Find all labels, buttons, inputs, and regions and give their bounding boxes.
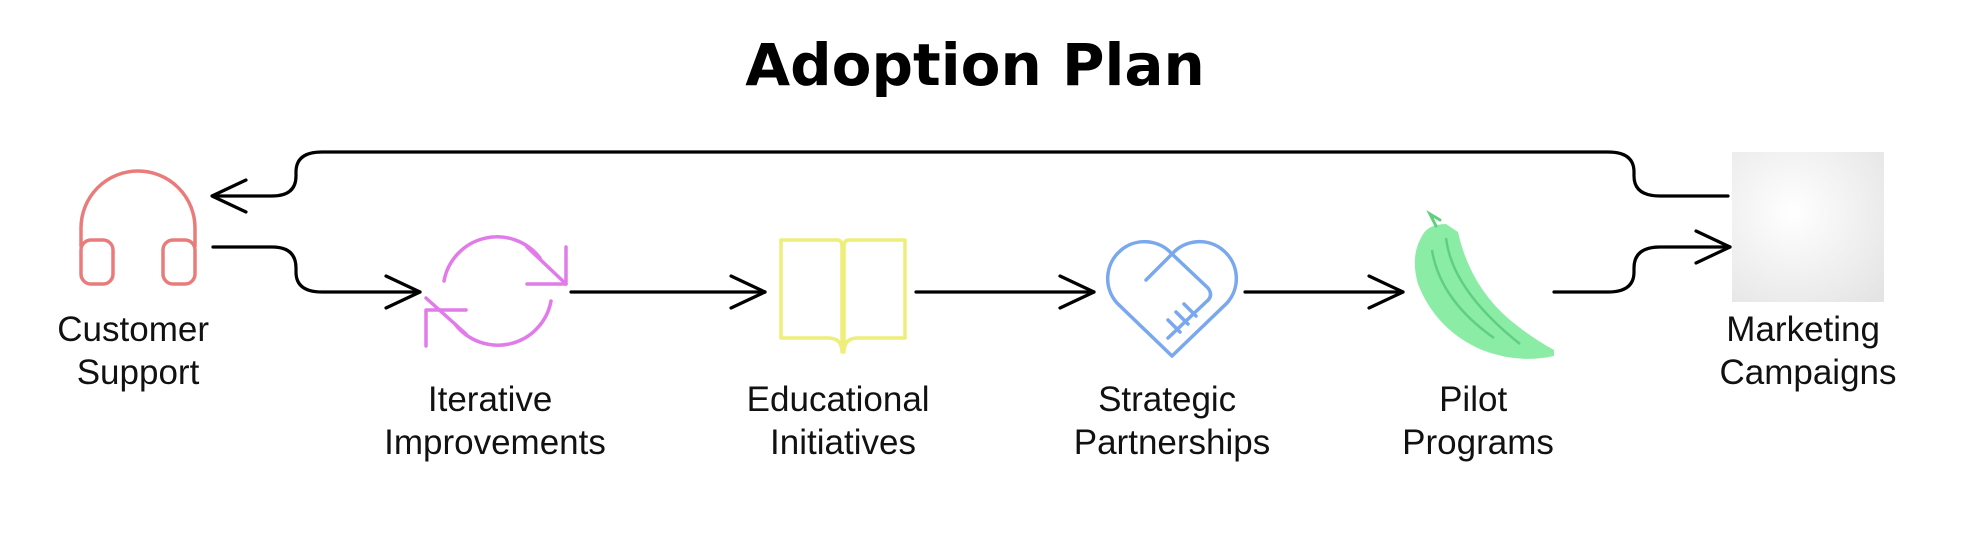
node-label: Marketing Campaigns (1719, 310, 1896, 392)
node-label-line: Marketing (1726, 310, 1880, 349)
node-pilot-programs: Pilot Programs (1402, 210, 1554, 462)
node-label-line: Iterative (428, 380, 553, 419)
pepper-horn-icon (1414, 210, 1554, 359)
image-placeholder-icon (1732, 152, 1884, 302)
node-label-line: Campaigns (1719, 353, 1896, 392)
node-label-line: Partnerships (1074, 423, 1270, 462)
connectors (210, 150, 1732, 310)
node-label-line: Strategic (1098, 380, 1236, 419)
connector-strategic-to-pilot-arrowhead (1367, 274, 1405, 310)
node-label: Pilot Programs (1402, 380, 1554, 462)
node-customer-support: Customer Support (57, 169, 218, 392)
handshake-heart-icon (1105, 239, 1239, 358)
node-iterative-improvements: Iterative Improvements (384, 235, 606, 462)
node-marketing-campaigns: Marketing Campaigns (1719, 152, 1897, 392)
node-label-line: Customer (57, 310, 209, 349)
node-label-line: Educational (747, 380, 930, 419)
diagram-title: Adoption Plan (745, 31, 1205, 99)
connector-marketing-to-support-arrowhead (210, 178, 248, 214)
headphones-icon (79, 169, 197, 286)
node-label: Iterative Improvements (384, 380, 606, 462)
node-label-line: Pilot (1439, 380, 1507, 419)
connector-pilot-to-marketing-arrowhead (1694, 229, 1732, 265)
connector-educational-to-strategic-arrowhead (1058, 274, 1096, 310)
refresh-arrows-icon (424, 235, 568, 348)
node-label: Educational Initiatives (747, 380, 940, 462)
open-book-icon (779, 238, 907, 354)
connector-support-to-iterative (211, 245, 422, 294)
connector-iterative-to-educational-arrowhead (729, 274, 767, 310)
node-label: Strategic Partnerships (1074, 380, 1270, 462)
node-label: Customer Support (57, 310, 218, 392)
node-label-line: Initiatives (770, 423, 916, 462)
node-label-line: Support (77, 353, 200, 392)
node-label-line: Programs (1402, 423, 1554, 462)
connector-marketing-to-support (211, 150, 1730, 198)
node-label-line: Improvements (384, 423, 606, 462)
node-educational-initiatives: Educational Initiatives (747, 238, 940, 462)
connector-pilot-to-marketing (1552, 245, 1732, 294)
connector-support-to-iterative-arrowhead (384, 274, 422, 310)
node-strategic-partnerships: Strategic Partnerships (1074, 239, 1270, 462)
